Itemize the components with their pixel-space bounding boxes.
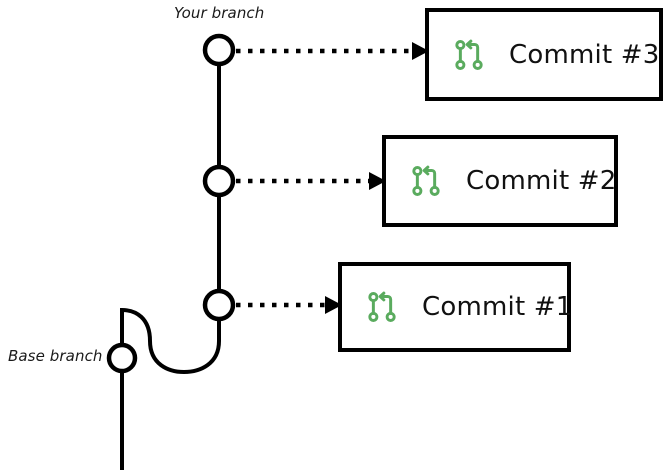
commit-box-1-label: Commit #1	[422, 292, 573, 322]
git-pull-request-icon	[368, 291, 396, 322]
commit-node-3[interactable]	[202, 33, 236, 67]
branch-merge-s-curve	[120, 305, 221, 375]
your-branch-label: Your branch	[174, 4, 265, 22]
commit-node-2[interactable]	[202, 164, 236, 198]
arrow-to-commit-2-head	[369, 172, 386, 190]
commit-box-2-label: Commit #2	[466, 166, 617, 196]
arrow-to-commit-1	[236, 296, 342, 314]
arrow-to-commit-3-head	[412, 42, 429, 60]
git-pull-request-icon	[455, 39, 483, 70]
base-branch-node[interactable]	[106, 342, 138, 374]
commit-box-3-label: Commit #3	[509, 39, 660, 70]
arrow-to-commit-3	[236, 42, 429, 60]
commit-box-2[interactable]: Commit #2	[382, 135, 618, 227]
commit-box-1[interactable]: Commit #1	[338, 262, 573, 352]
git-pull-request-icon	[412, 165, 440, 196]
base-branch-label: Base branch	[8, 347, 103, 365]
arrow-to-commit-1-head	[325, 296, 342, 314]
commit-box-3[interactable]: Commit #3	[425, 8, 663, 101]
arrow-to-commit-2	[236, 172, 386, 190]
commit-node-1[interactable]	[202, 288, 236, 322]
